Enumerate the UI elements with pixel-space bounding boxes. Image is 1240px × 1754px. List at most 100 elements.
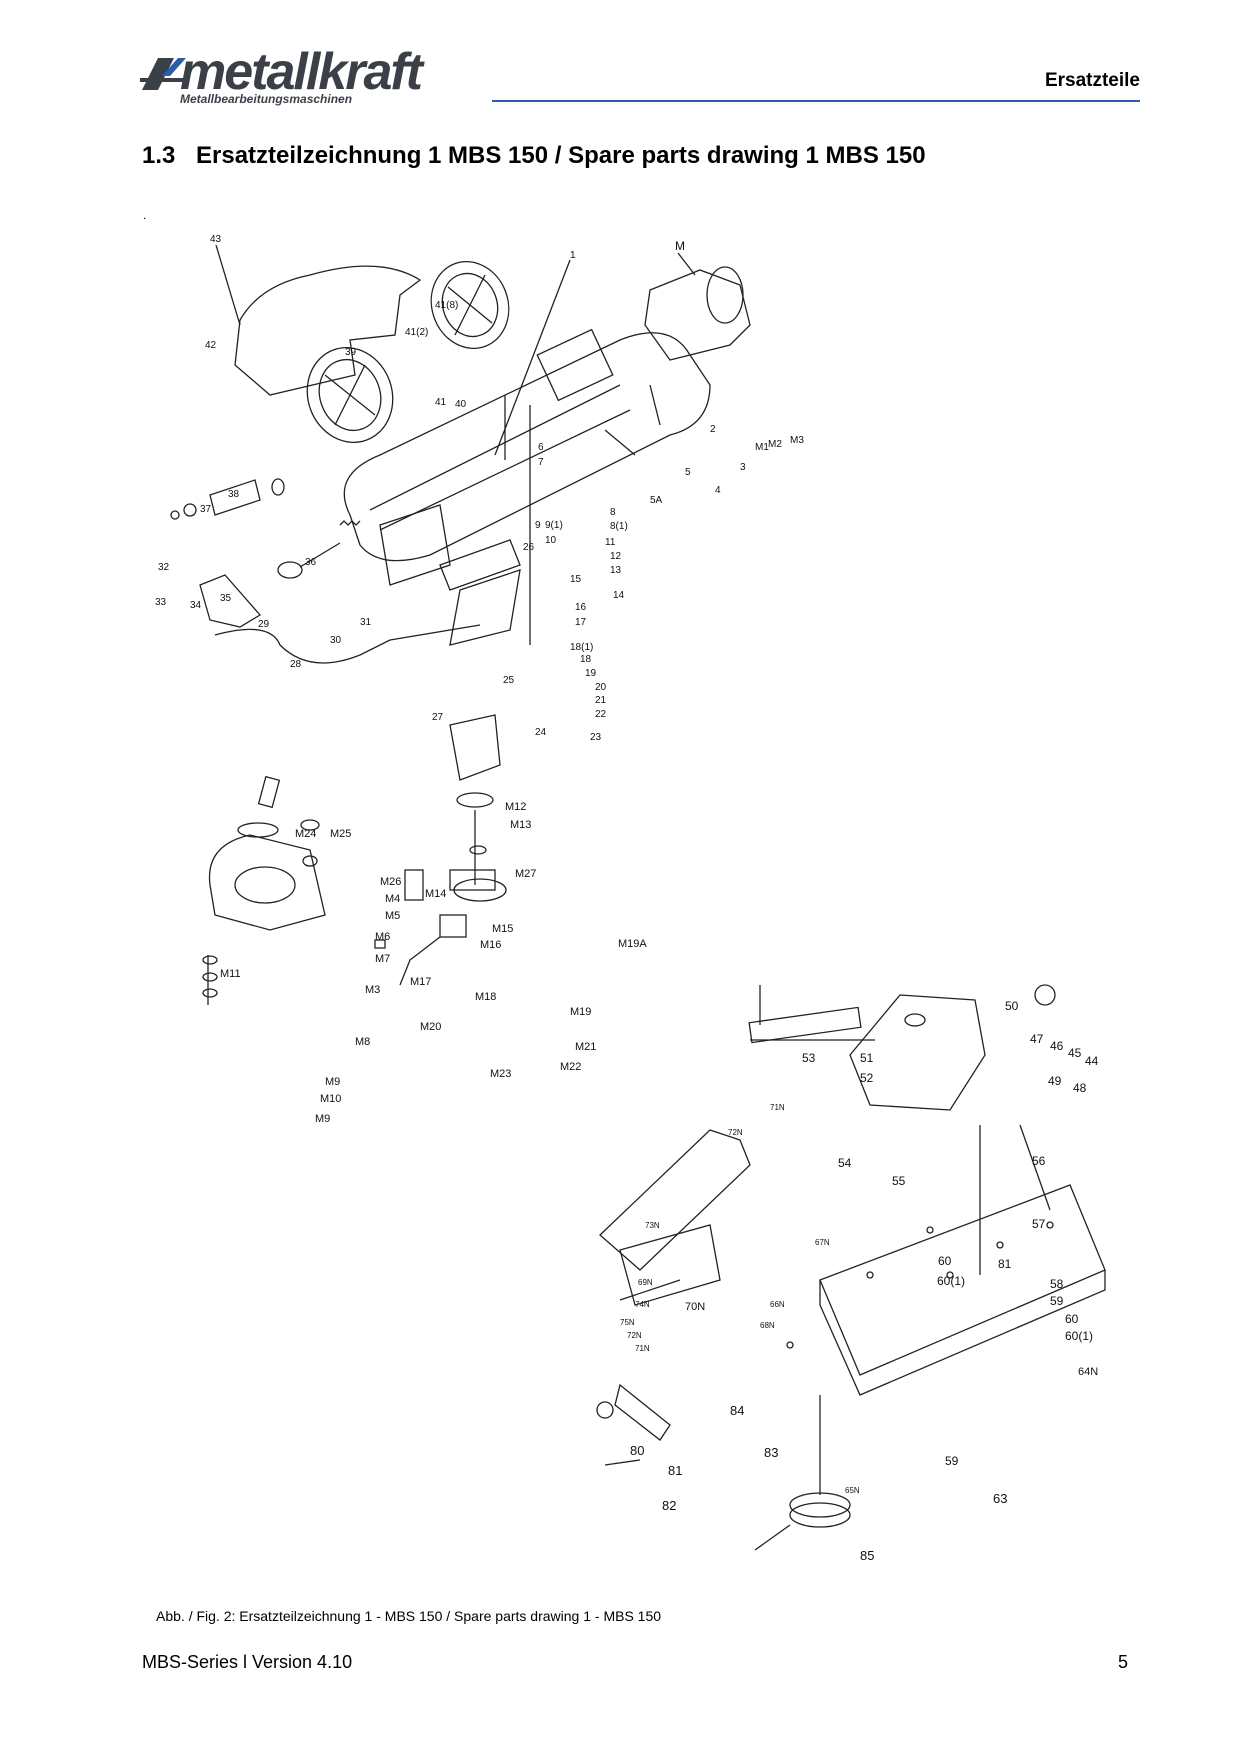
part-label: 80 [630,1443,644,1458]
lever-part [604,1459,641,1466]
vise-body-part [599,1129,751,1271]
part-label: M14 [425,888,446,900]
part-label: 57 [1032,1217,1046,1231]
part-label: 30 [330,635,342,646]
clip-part [374,939,386,949]
part-label: M6 [375,931,390,943]
knob-part [271,478,285,496]
leader-line [677,252,696,276]
wheel-inner [318,358,382,432]
part-label: 10 [545,535,557,546]
part-label: M23 [490,1068,511,1080]
support-bar-part [748,1006,862,1044]
washer-part [202,988,218,998]
part-label: 29 [258,619,270,630]
section-number: 1.3 [142,142,176,169]
part-label: M17 [410,976,431,988]
part-label: 53 [802,1051,816,1065]
washer-part [904,1013,926,1027]
nut-part [170,510,180,520]
terminal-part [404,869,424,901]
part-label: 22 [595,709,607,720]
wheel-part [430,261,510,349]
foot-part [789,1502,851,1528]
table-pivot-part [849,994,986,1111]
part-label: 40 [455,399,467,410]
part-label: 60 [938,1254,952,1268]
bracket-part [449,869,496,891]
part-label: 38 [228,489,240,500]
logo-mark-icon [140,58,186,90]
part-label: 24 [535,727,547,738]
foot-top [789,1492,851,1518]
part-label: 32 [158,562,170,573]
switch-part [439,914,467,938]
part-label: M8 [355,1036,370,1048]
switch-housing-part [449,714,501,781]
part-label: 73N [645,1221,660,1230]
handwheel-part [277,561,303,579]
part-label: 82 [662,1498,676,1513]
part-label: 65N [845,1486,860,1495]
part-label: 3 [740,462,746,473]
part-label: 66N [770,1300,785,1309]
part-label: 37 [200,504,212,515]
washer-part [202,955,218,965]
part-label: M11 [220,968,241,980]
part-label: M5 [385,910,400,922]
part-label: M2 [768,439,782,450]
brand-name: metallkraft [180,43,423,101]
bearing-part [302,855,318,867]
part-label: 85 [860,1548,874,1563]
page-title: 1.3 Ersatzteilzeichnung 1 MBS 150 / Spare… [142,142,926,170]
leader-line [389,624,481,641]
part-label: 47 [1030,1032,1044,1046]
part-label: 60 [1065,1312,1079,1326]
part-label: M26 [380,876,401,888]
gearbox-opening [234,866,296,904]
wheel-spoke [334,364,366,426]
gear-disc-part [237,822,279,838]
part-label: M21 [575,1041,596,1053]
part-label: M3 [790,435,804,446]
part-label: M4 [385,893,400,905]
part-label: 39 [345,347,357,358]
part-label: 83 [764,1445,778,1460]
washer-part [202,972,218,982]
part-label: 63 [993,1491,1007,1506]
hole-part [1046,1221,1054,1229]
part-label: 52 [860,1071,874,1085]
gearbox-housing-part [208,834,326,931]
cable-part [399,936,441,986]
gear-part [300,819,320,831]
part-label: 74N [635,1300,650,1309]
hole-part [996,1241,1004,1249]
part-label: M22 [560,1061,581,1073]
part-label: 13 [610,565,622,576]
fastener-part [604,429,636,456]
hose-part [214,628,391,664]
frame-window [536,328,614,402]
part-label: 42 [205,340,217,351]
part-label: 36 [305,557,317,568]
part-label: 51 [860,1051,874,1065]
wheel-part [306,347,394,443]
wheel-inner [441,272,499,338]
part-label: 49 [1048,1074,1062,1088]
part-label: 58 [1050,1277,1064,1291]
part-label: 41(8) [435,300,458,311]
saw-frame-part [343,332,711,562]
motor-part [644,269,751,361]
spindle-line [299,542,341,568]
footer-series: MBS-Series l Version 4.10 [142,1652,353,1672]
part-label: 34 [190,600,202,611]
washer-part [469,845,487,855]
part-label: 33 [155,597,167,608]
section-title: Ersatzteilzeichnung 1 MBS 150 / Spare pa… [196,142,926,169]
part-label: 11 [605,537,616,548]
part-label: 72N [627,1331,642,1340]
saw-frame-edge [369,384,631,531]
hole-part [926,1226,934,1234]
spare-parts-drawing: 43 42 41(8) 41(2) 39 41 40 1 M M1 M2 M3 … [155,234,1106,1563]
rod-part [1019,1124,1051,1211]
